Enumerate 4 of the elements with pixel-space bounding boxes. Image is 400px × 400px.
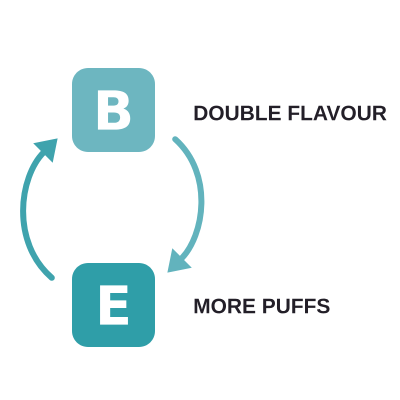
letter-tile: B: [72, 68, 155, 152]
side-label: MORE PUFFS: [194, 298, 330, 314]
letter-tile: E: [72, 263, 155, 347]
side-label: DOUBLE FLAVOUR: [194, 106, 386, 120]
